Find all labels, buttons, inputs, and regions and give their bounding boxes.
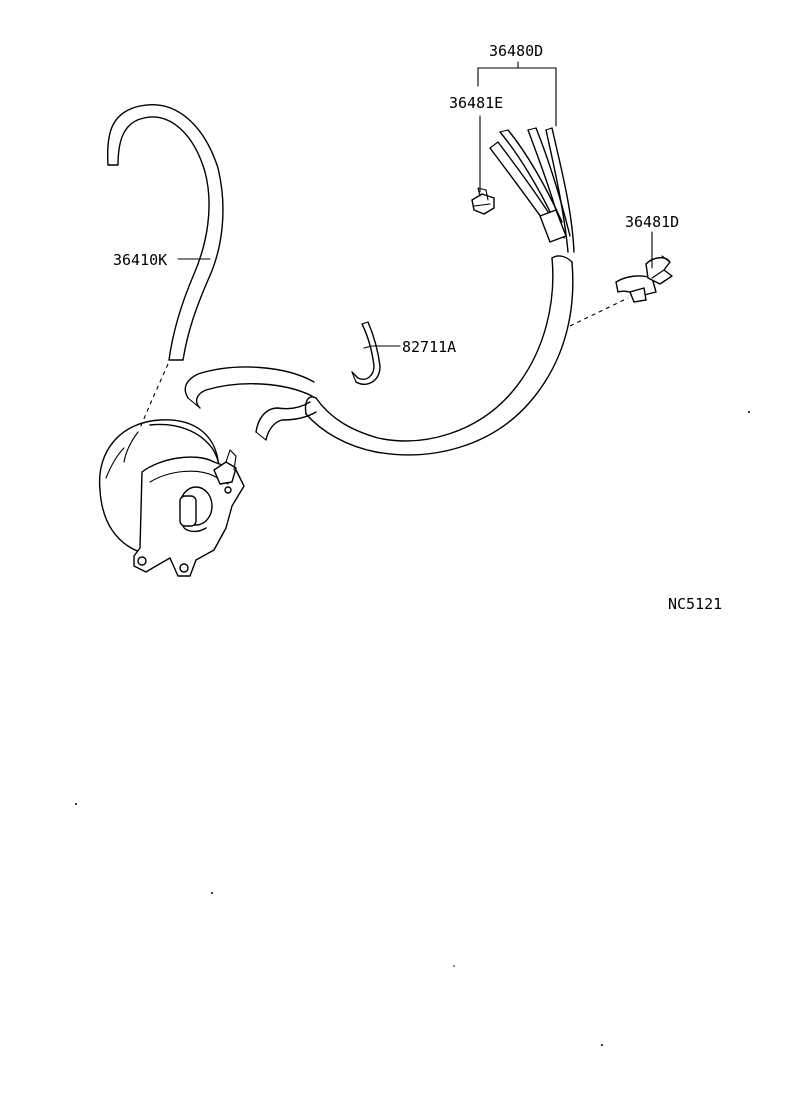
dashed-leader-clamp <box>569 297 629 327</box>
clamp-36481e <box>471 187 495 215</box>
label-36480d: 36480D <box>489 42 543 60</box>
dashed-leader-hose <box>139 363 169 429</box>
actuator-motor <box>98 419 245 577</box>
label-36481e: 36481E <box>449 94 503 112</box>
clamp-36481d <box>615 255 673 303</box>
label-36410k: 36410K <box>113 251 167 269</box>
figure-code: NC5121 <box>668 595 722 613</box>
leader-lines <box>177 61 653 347</box>
wire-harness-36480d <box>184 127 575 456</box>
clip-82711a <box>351 321 381 385</box>
hose-36410k <box>106 104 224 361</box>
label-36481d: 36481D <box>625 213 679 231</box>
label-82711a: 82711A <box>402 338 456 356</box>
scan-specks <box>75 411 750 1046</box>
